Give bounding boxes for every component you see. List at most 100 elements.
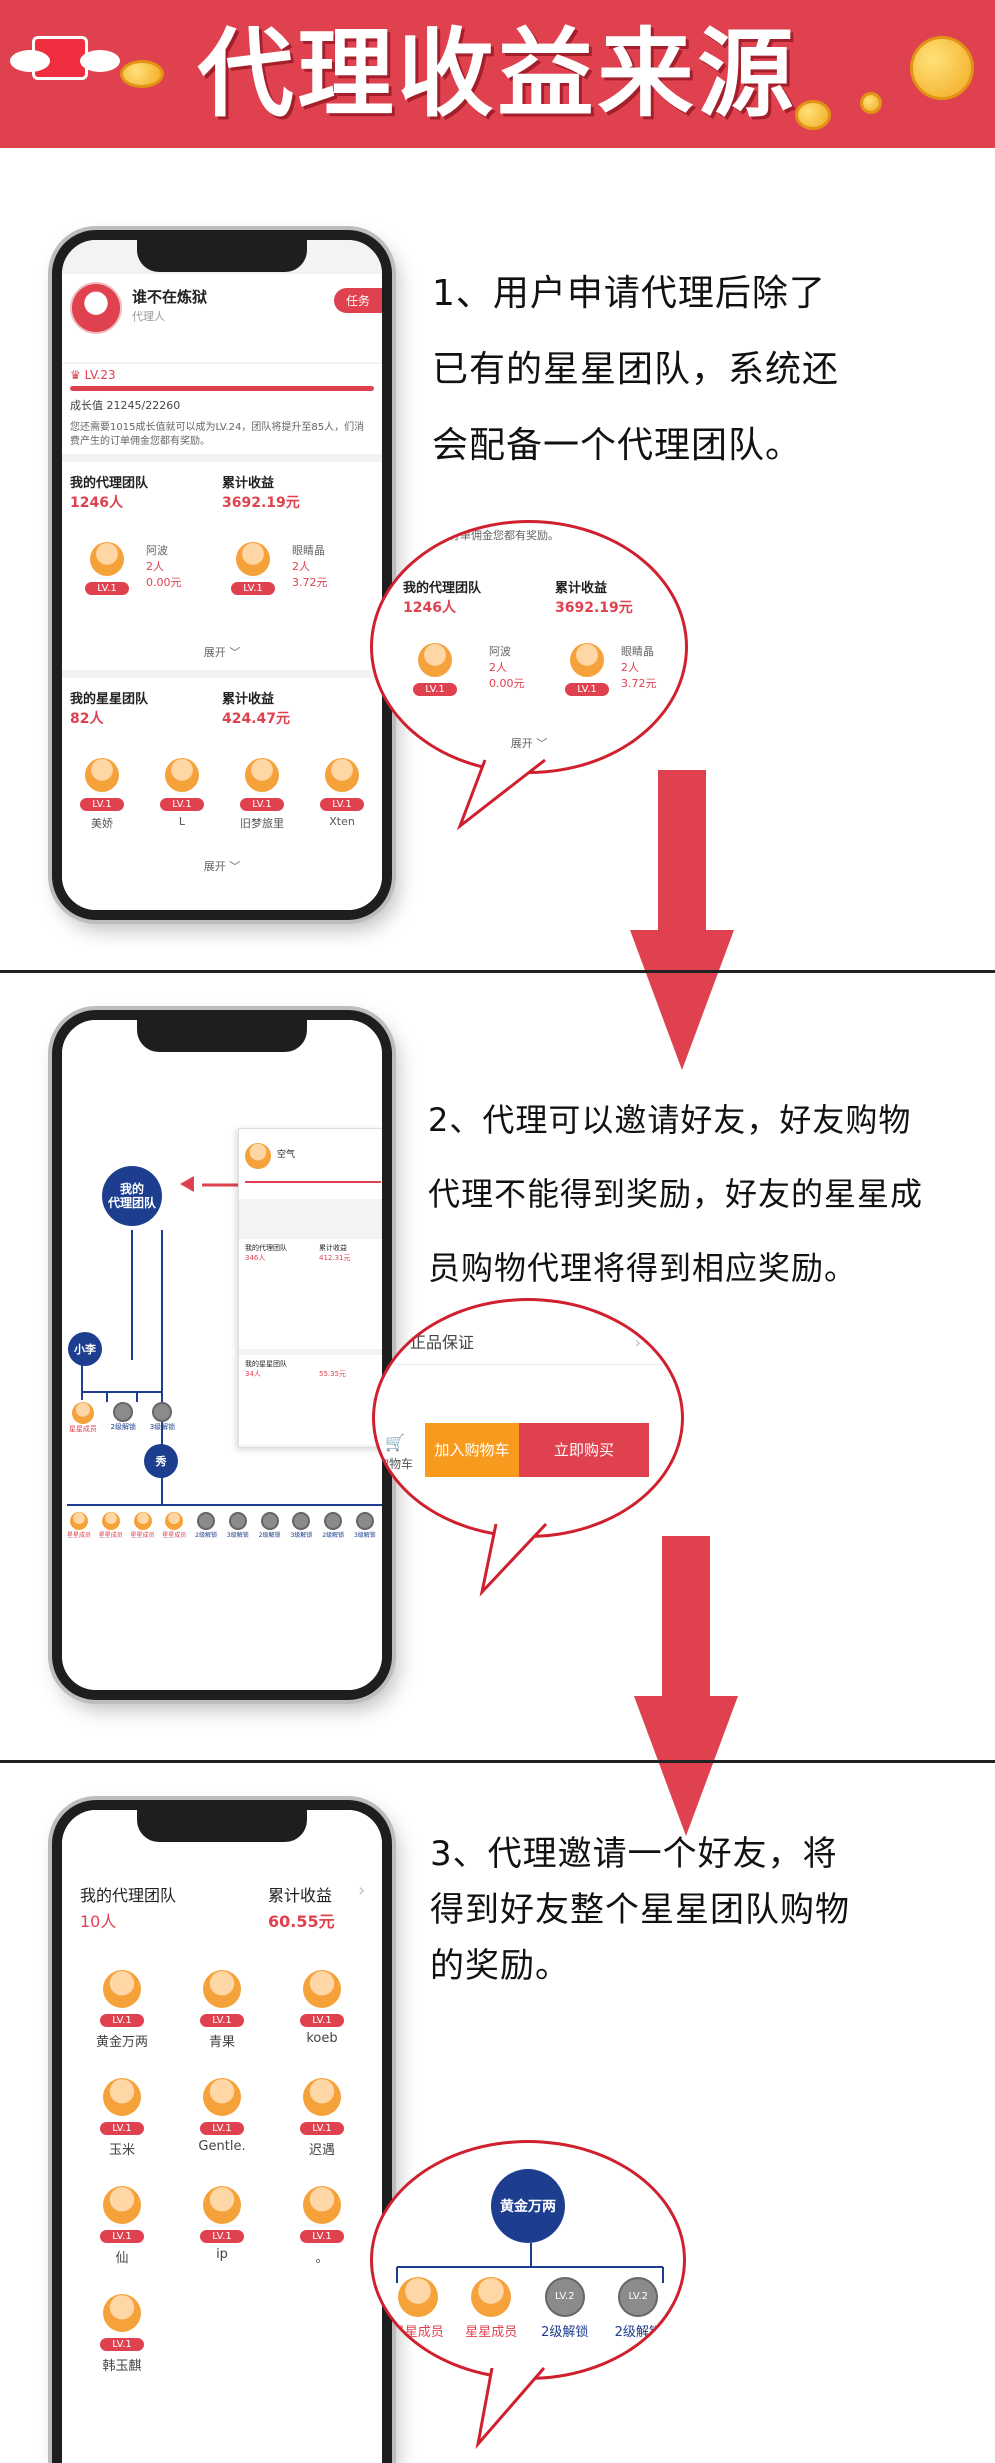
- step-1-line: 1、用户申请代理后除了: [432, 273, 826, 314]
- leaf-label: 星星成员: [162, 1532, 187, 1539]
- avatar: [103, 2294, 141, 2332]
- phone-notch: [137, 240, 307, 272]
- tree-leaf: 2级解锁: [191, 1512, 221, 1539]
- arrow-left-icon: [180, 1176, 194, 1192]
- guarantee-row[interactable]: ● 正品保证 ›: [375, 1321, 681, 1365]
- tree-leaf: 3级解锁: [350, 1512, 380, 1539]
- member-item[interactable]: LV.1 。: [272, 2186, 372, 2294]
- leaf-label: 3级解锁: [226, 1532, 249, 1539]
- lock-icon: [292, 1512, 311, 1530]
- bubble-income-label: 累计收益: [555, 581, 608, 596]
- callout-top-text: 订单佣金您都有奖励。: [449, 529, 559, 542]
- member-count: 2人: [489, 661, 507, 674]
- lv-badge: LV.1: [413, 683, 457, 696]
- coin-small-icon: [795, 100, 831, 130]
- member-name: 黄金万两: [95, 2035, 148, 2050]
- lv-badge: LV.1: [100, 2338, 144, 2351]
- leaf-label: 星星成员: [68, 1425, 97, 1433]
- lock-icon: [355, 1512, 374, 1530]
- chevron-right-icon: ›: [634, 1333, 641, 1352]
- bubble-team-count: 1246人: [403, 600, 456, 616]
- avatar: [133, 1512, 152, 1530]
- bubble-income-value: 3692.19元: [555, 600, 633, 616]
- lock-icon: [228, 1512, 247, 1530]
- member-name: 眼睛晶: [292, 544, 325, 557]
- section-divider-1: [0, 970, 995, 973]
- expand-link: 展开 ﹀: [373, 735, 685, 751]
- member-name: 眼睛晶: [621, 645, 654, 658]
- step-1-text: 1、用户申请代理后除了 已有的星星团队，系统还 会配备一个代理团队。: [432, 262, 839, 478]
- child-label: 星星成员: [465, 2325, 518, 2340]
- chevron-right-icon[interactable]: ›: [358, 1880, 366, 1901]
- leaf-label: 星星成员: [98, 1532, 123, 1539]
- avatar: [303, 2186, 341, 2224]
- bubble-root-node: 黄金万两: [491, 2169, 565, 2243]
- member-amount: 3.72元: [292, 576, 328, 589]
- phone-frame-2: 我的 代理团队 小李 星星成员 2级解锁 3级解锁 秀 星星成员 星星成员 星星…: [52, 1010, 392, 1700]
- mini-income-value: 412.31元: [319, 1254, 351, 1262]
- member-name: 美娇: [91, 817, 113, 830]
- lv-badge: LV.1: [300, 2230, 344, 2243]
- step-3-line: 的奖励。: [430, 1946, 570, 1986]
- avatar: [90, 542, 124, 576]
- root-node: 我的 代理团队: [102, 1166, 162, 1226]
- bubble-child: 星星成员: [383, 2277, 453, 2340]
- wing-left-icon: [10, 50, 50, 72]
- tree-leaf: 星星成员: [159, 1512, 189, 1539]
- member-name: ip: [216, 2247, 228, 2262]
- tree-leaf: 星星成员: [128, 1512, 158, 1539]
- cart-icon[interactable]: 🛒: [385, 1433, 405, 1452]
- header-banner: 代理收益来源: [0, 0, 995, 148]
- lv-badge: LV.1: [100, 2122, 144, 2135]
- team-count: 10人: [80, 1912, 117, 1931]
- mini-level-bar: [245, 1181, 381, 1183]
- leaf-label: 星星成员: [130, 1532, 155, 1539]
- member-name: 迟遇: [308, 2143, 335, 2158]
- member-count: 2人: [146, 560, 164, 573]
- avatar: [236, 542, 270, 576]
- add-to-cart-button[interactable]: 加入购物车: [425, 1423, 519, 1477]
- level-badge: ♛ LV.23: [70, 368, 374, 382]
- avatar: [101, 1512, 120, 1530]
- growth-bar: [70, 386, 374, 391]
- task-button[interactable]: 任务: [333, 288, 382, 313]
- guarantee-text: 正品保证: [410, 1333, 475, 1352]
- crown-icon: ♛: [70, 368, 85, 382]
- agent-income-value: 3692.19元: [222, 495, 300, 511]
- level-notice: 您还需要1015成长值就可以成为LV.24，团队将提升至85人，们消费产生的订单…: [70, 422, 365, 447]
- leaf-label: 3级解锁: [290, 1532, 313, 1539]
- tree-leaf: 3级解锁: [150, 1402, 175, 1434]
- tree-leaf: 3级解锁: [223, 1512, 253, 1539]
- member-name: L: [178, 815, 186, 828]
- expand-link[interactable]: 展开 ﹀: [62, 858, 382, 874]
- expand-link[interactable]: 展开 ﹀: [62, 644, 382, 660]
- agent-team-card[interactable]: 我的代理团队 1246人 累计收益 3692.19元 LV.1 阿波 2人 0.…: [62, 462, 382, 670]
- bubble-child: 星星成员: [456, 2277, 526, 2340]
- lv-badge: LV.1: [320, 798, 364, 811]
- avatar: [103, 1970, 141, 2008]
- member-name: 旧梦旅里: [240, 817, 284, 830]
- leaf-label: 2级解锁: [110, 1423, 136, 1431]
- expand-text: 展开: [510, 737, 533, 750]
- chevron-down-icon: ﹀: [225, 646, 241, 659]
- avatar: [85, 758, 119, 792]
- member-name: 。: [315, 2251, 329, 2266]
- lock-icon: LV.2: [544, 2277, 585, 2317]
- step-3-line: 3、代理邀请一个好友，将: [430, 1834, 838, 1874]
- tree-leaf: 星星成员: [69, 1402, 97, 1434]
- buy-now-button[interactable]: 立即购买: [519, 1423, 649, 1477]
